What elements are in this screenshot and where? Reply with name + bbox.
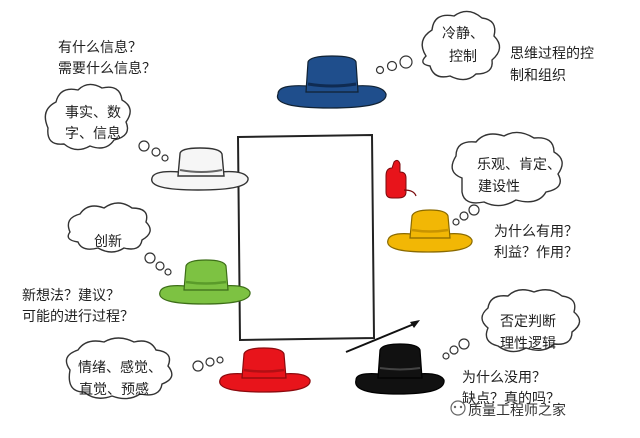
green-question-line-2: 可能的进行过程？ [22,309,134,325]
red-cloud-line-2: 直觉、预感 [79,382,149,398]
black-hat [355,343,445,395]
black-cloud-line-2: 理性逻辑 [500,336,556,352]
cloud-black-trail [442,338,470,360]
red-hat [219,347,311,393]
white-hat [151,147,249,191]
cloud-red-trail [192,356,224,372]
cloud-green-trail [144,252,172,276]
blue-cloud-line-1: 冷静、 [442,26,484,42]
yellow-hat [387,209,473,253]
cloud-white [44,83,131,151]
green-hat [159,259,251,305]
green-cloud-line-1: 创新 [94,234,122,250]
pointer-tip [410,320,420,328]
white-question-line-2: 需要什么信息？ [58,61,156,77]
yellow-question-line-1: 为什么有用？ [494,224,578,240]
black-cloud-line-1: 否定判断 [500,314,556,330]
black-question-line-2: 缺点？真的吗？ [462,391,560,407]
wechat-logo-icon [450,400,466,416]
red-hand-icon [385,159,417,199]
cloud-yellow [451,131,563,207]
white-question-line-1: 有什么信息？ [58,40,142,56]
yellow-cloud-line-1: 乐观、肯定、 [477,157,561,173]
green-question-line-1: 新想法？建议？ [22,288,120,304]
pointer-stick [345,323,415,353]
watermark-text: 质量工程师之家 [468,403,566,419]
cloud-blue [421,10,501,81]
cloud-blue-trail [375,55,413,75]
blue-hat [276,55,387,109]
white-cloud-line-1: 事实、数 [65,105,121,121]
red-cloud-line-1: 情绪、感觉、 [78,360,162,376]
cloud-red [65,337,173,400]
blue-description-line-1: 思维过程的控 [510,46,594,62]
yellow-cloud-line-2: 建设性 [478,179,520,195]
cloud-white-trail [138,140,169,162]
white-cloud-line-2: 字、信息 [65,126,121,142]
cloud-black [481,289,581,353]
cloud-yellow-trail [452,204,480,226]
cloud-green [67,202,151,253]
black-question-line-1: 为什么没用？ [462,370,546,386]
blue-cloud-line-2: 控制 [449,49,477,65]
central-board [236,133,376,342]
yellow-question-line-2: 利益？作用？ [494,245,578,261]
blue-description-line-2: 制和组织 [510,68,566,84]
